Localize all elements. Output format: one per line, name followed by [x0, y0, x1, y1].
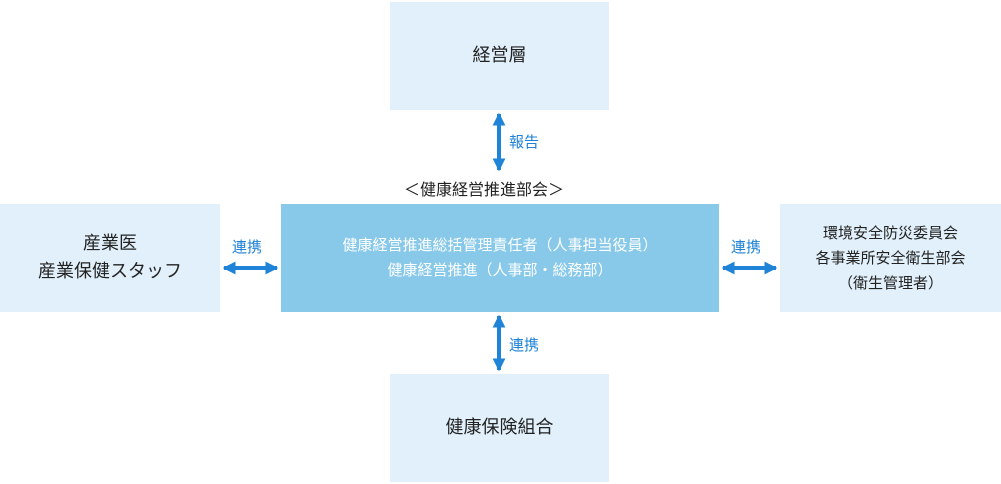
right-link-label: 連携 [731, 238, 762, 256]
bottom-link-label: 連携 [509, 336, 540, 354]
safety-committee-box: 環境安全防災委員会 各事業所安全衛生部会 （衛生管理者） [780, 204, 1001, 312]
right-line-1: 環境安全防災委員会 [822, 223, 958, 242]
industrial-physician-box: 産業医 産業保健スタッフ [0, 204, 220, 312]
management-box: 経営層 [390, 2, 609, 110]
right-line-2: 各事業所安全衛生部会 [815, 248, 966, 267]
center-line-2: 健康経営推進（人事部・総務部） [387, 261, 613, 279]
left-link-label: 連携 [232, 238, 263, 256]
left-line-1: 産業医 [83, 233, 137, 254]
center-heading: ＜健康経営推進部会＞ [404, 180, 565, 199]
right-line-3: （衛生管理者） [837, 273, 943, 292]
health-insurance-union-box: 健康保険組合 [390, 374, 609, 482]
management-label: 経営層 [472, 45, 527, 66]
health-promotion-committee-box: 健康経営推進総括管理責任者（人事担当役員） 健康経営推進（人事部・総務部） [281, 204, 719, 312]
left-line-2: 産業保健スタッフ [38, 261, 182, 282]
bottom-label: 健康保険組合 [445, 417, 554, 438]
center-line-1: 健康経営推進総括管理責任者（人事担当役員） [342, 236, 658, 254]
report-link-label: 報告 [509, 133, 540, 151]
